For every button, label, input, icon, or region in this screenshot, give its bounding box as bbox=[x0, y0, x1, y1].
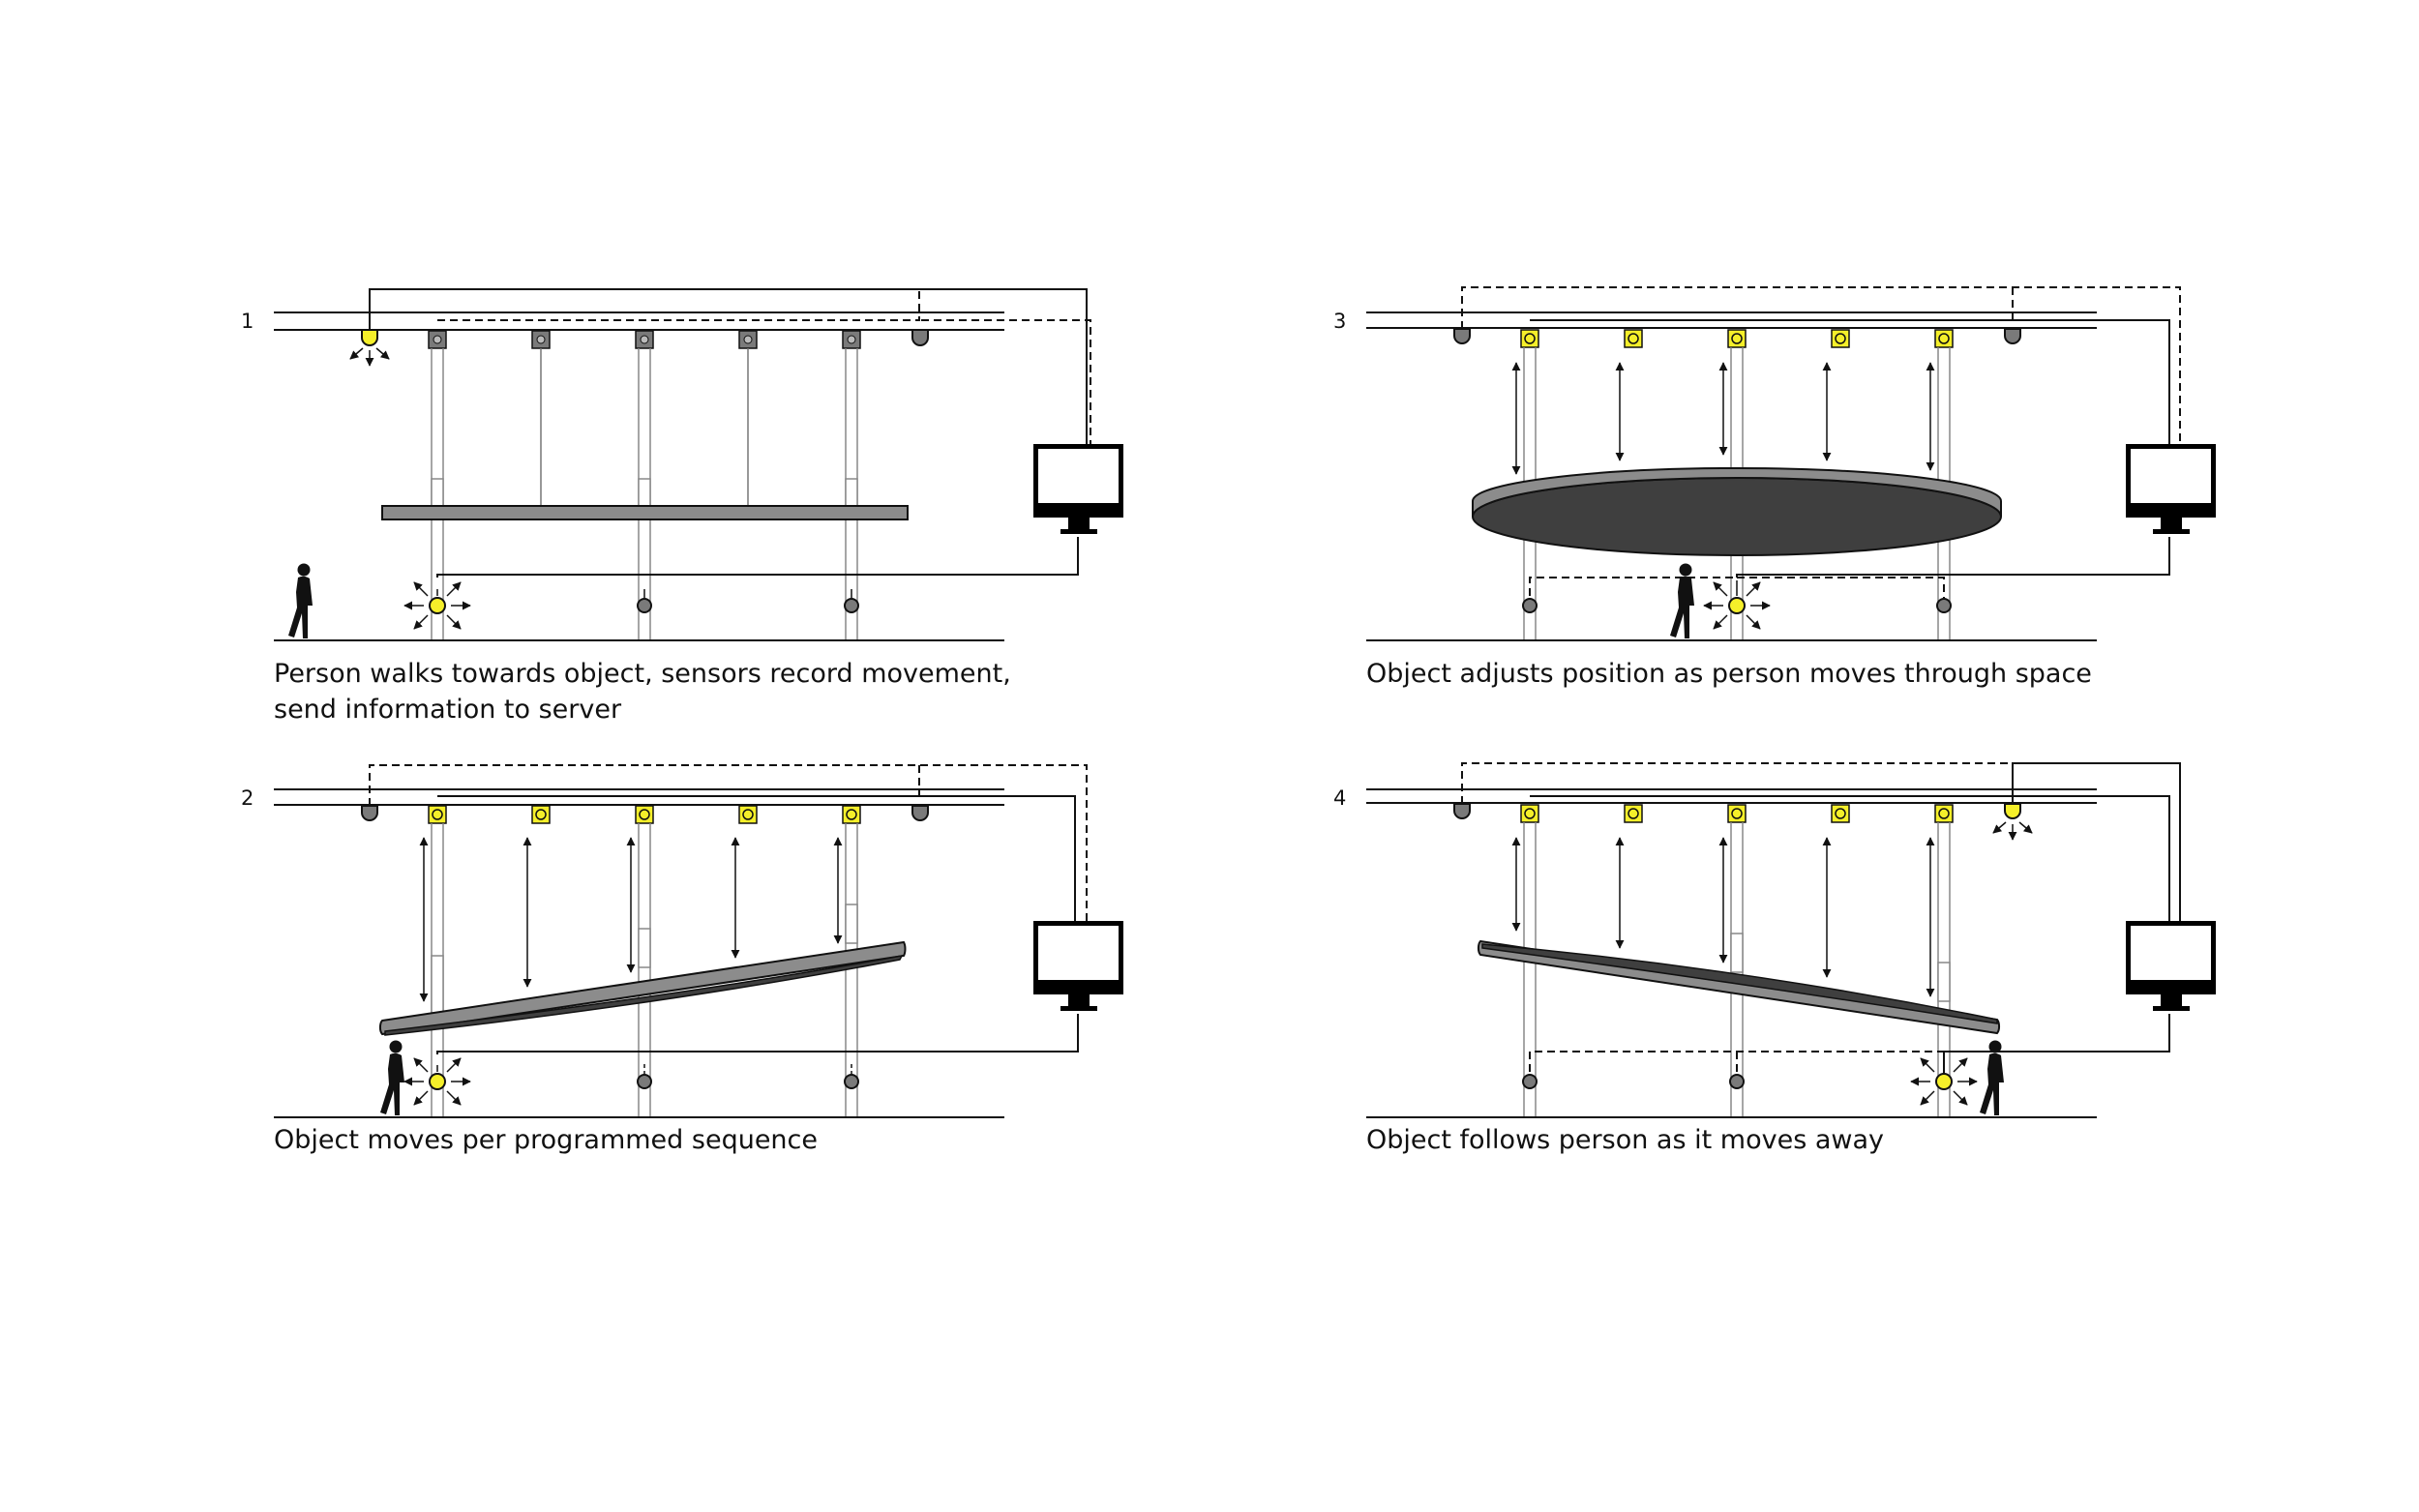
monitor-icon bbox=[2126, 921, 2216, 1011]
caption-2-line-1: Object moves per programmed sequence bbox=[274, 1125, 819, 1155]
caption-4-line-1: Object follows person as it moves away bbox=[1366, 1125, 1885, 1155]
sensor-icon bbox=[2004, 803, 2021, 819]
sensor-icon bbox=[429, 1073, 446, 1090]
actuator-row bbox=[1520, 329, 1954, 348]
caption-1: Person walks towards object, sensors rec… bbox=[274, 656, 1011, 727]
caption-3-line-1: Object adjusts position as person moves … bbox=[1366, 659, 2092, 689]
actuator-row bbox=[1520, 804, 1954, 823]
panel-3 bbox=[1366, 286, 2216, 641]
caption-4: Object follows person as it moves away bbox=[1366, 1122, 1884, 1158]
sensor-icon bbox=[2004, 328, 2021, 344]
sensor-icon bbox=[1522, 1074, 1538, 1089]
sensor-icon bbox=[361, 805, 378, 821]
sensor-icon bbox=[1729, 1074, 1745, 1089]
sensor-icon bbox=[844, 1074, 859, 1089]
sensor-icon bbox=[911, 805, 929, 821]
step-number-1: 1 bbox=[241, 310, 254, 333]
person-icon bbox=[288, 563, 313, 638]
actuator-row bbox=[428, 805, 861, 824]
panel-4 bbox=[1366, 762, 2216, 1118]
sensor-icon bbox=[911, 329, 929, 346]
sensor-icon bbox=[1522, 598, 1538, 613]
step-number-4: 4 bbox=[1333, 786, 1347, 810]
sensor-icon bbox=[429, 597, 446, 614]
sensor-icon bbox=[1453, 803, 1471, 819]
monitor-icon bbox=[1033, 444, 1123, 534]
caption-1-line-2: send information to server bbox=[274, 695, 622, 725]
sensor-icon bbox=[1936, 598, 1952, 613]
caption-2: Object moves per programmed sequence bbox=[274, 1122, 818, 1158]
sensor-icon bbox=[1935, 1073, 1953, 1090]
sensor-icon bbox=[1728, 597, 1746, 614]
panel-2 bbox=[274, 764, 1123, 1118]
monitor-icon bbox=[2126, 444, 2216, 534]
suspended-object bbox=[1477, 939, 2001, 1035]
person-icon bbox=[1670, 563, 1694, 638]
caption-3: Object adjusts position as person moves … bbox=[1366, 656, 2092, 692]
sensor-icon bbox=[844, 598, 859, 613]
sensor-icon bbox=[637, 598, 652, 613]
sensor-icon bbox=[1453, 328, 1471, 344]
sensor-icon bbox=[637, 1074, 652, 1089]
sensor-icon bbox=[361, 329, 378, 346]
panel-1 bbox=[274, 288, 1123, 641]
suspended-object bbox=[378, 940, 907, 1036]
step-number-2: 2 bbox=[241, 786, 254, 810]
step-number-3: 3 bbox=[1333, 310, 1347, 333]
caption-1-line-1: Person walks towards object, sensors rec… bbox=[274, 659, 1011, 689]
actuator-row bbox=[428, 330, 861, 349]
person-icon bbox=[380, 1040, 404, 1115]
suspended-object bbox=[1472, 467, 2002, 556]
monitor-icon bbox=[1033, 921, 1123, 1011]
suspended-object bbox=[381, 505, 909, 520]
